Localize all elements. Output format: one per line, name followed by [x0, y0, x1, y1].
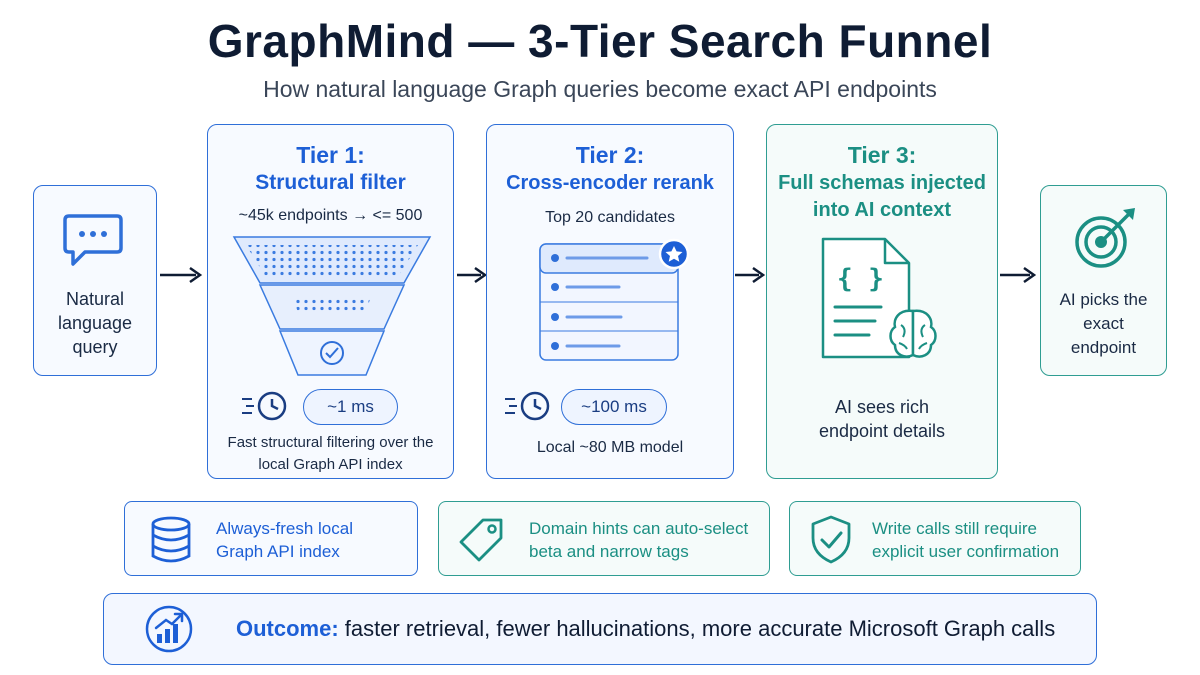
tier2-card: Tier 2: Cross-encoder rerank Top 20 cand… — [486, 124, 734, 479]
tier1-footer-line1: Fast structural filtering over the — [227, 434, 434, 451]
tier2-timing-pill: ~100 ms — [561, 389, 667, 425]
output-label-line1: AI picks the — [1059, 290, 1148, 309]
ranked-list-icon — [539, 238, 690, 361]
outcome-body: faster retrieval, fewer hallucinations, … — [338, 616, 1056, 641]
tier3-title-line2: Full schemas injected — [778, 172, 986, 194]
tier3-footer-line1: AI sees rich — [834, 397, 930, 417]
input-label-line3: query — [72, 337, 118, 357]
feature-domain-line2: beta and narrow tags — [529, 542, 689, 561]
tier1-footer-line2: local Graph API index — [258, 456, 403, 473]
feature-write-line1: Write calls still require — [872, 519, 1038, 538]
outcome-text: Outcome: faster retrieval, fewer halluci… — [236, 616, 1055, 642]
outcome-lead: Outcome: — [236, 616, 339, 641]
feature-index-line1: Always-fresh local — [216, 519, 353, 538]
page-title: GraphMind — 3-Tier Search Funnel — [207, 15, 993, 67]
tier2-title-line1: Tier 2: — [575, 142, 645, 168]
arrow-right-icon — [735, 266, 765, 284]
outcome-banner: Outcome: faster retrieval, fewer halluci… — [103, 593, 1097, 665]
growth-chart-icon — [145, 605, 193, 653]
feature-card-write-confirmation: Write calls still require explicit user … — [789, 501, 1081, 576]
tier2-title-line2: Cross-encoder rerank — [506, 172, 714, 194]
funnel-icon — [232, 236, 432, 376]
output-label-line3: endpoint — [1070, 338, 1137, 357]
chat-bubble-icon — [63, 214, 123, 266]
shield-check-icon — [811, 515, 851, 564]
tier1-title-line2: Structural filter — [255, 171, 406, 194]
svg-text:{ }: { } — [837, 264, 884, 294]
input-label-line1: Natural — [65, 289, 125, 309]
feature-domain-line1: Domain hints can auto-select — [529, 519, 749, 538]
feature-card-domain-hints: Domain hints can auto-select beta and na… — [438, 501, 770, 576]
clock-speed-icon — [505, 391, 550, 421]
page-subtitle: How natural language Graph queries becom… — [263, 76, 937, 102]
clock-speed-icon — [242, 391, 287, 421]
tier1-timing-pill: ~1 ms — [303, 389, 398, 425]
arrow-right-icon — [1000, 266, 1036, 284]
tier2-caption: Top 20 candidates — [545, 209, 675, 226]
feature-index-line2: Graph API index — [216, 542, 340, 561]
tier1-title-line1: Tier 1: — [296, 142, 365, 168]
tier2-footer: Local ~80 MB model — [536, 439, 684, 456]
tier1-card: Tier 1: Structural filter ~45k endpoints… — [207, 124, 454, 479]
tier3-footer-line2: endpoint details — [818, 421, 946, 441]
arrow-right-icon — [457, 266, 487, 284]
database-icon — [151, 516, 191, 563]
tag-icon — [459, 518, 503, 562]
tier3-title-line3: into AI context — [812, 199, 952, 221]
feature-card-index: Always-fresh local Graph API index — [124, 501, 418, 576]
feature-write-line2: explicit user confirmation — [872, 542, 1060, 561]
tier3-card: Tier 3: Full schemas injected into AI co… — [766, 124, 998, 479]
output-label-line2: exact — [1083, 314, 1124, 333]
target-icon — [1075, 208, 1135, 268]
output-endpoint-card: AI picks the exact endpoint — [1040, 185, 1167, 376]
input-query-card: Natural language query — [33, 185, 157, 376]
input-label-line2: language — [57, 313, 133, 333]
tier3-title-line1: Tier 3: — [847, 142, 917, 168]
tier1-caption: ~45k endpoints → <= 500 — [238, 207, 423, 224]
schema-brain-icon: { } — [821, 237, 937, 359]
arrow-right-icon — [160, 266, 203, 284]
